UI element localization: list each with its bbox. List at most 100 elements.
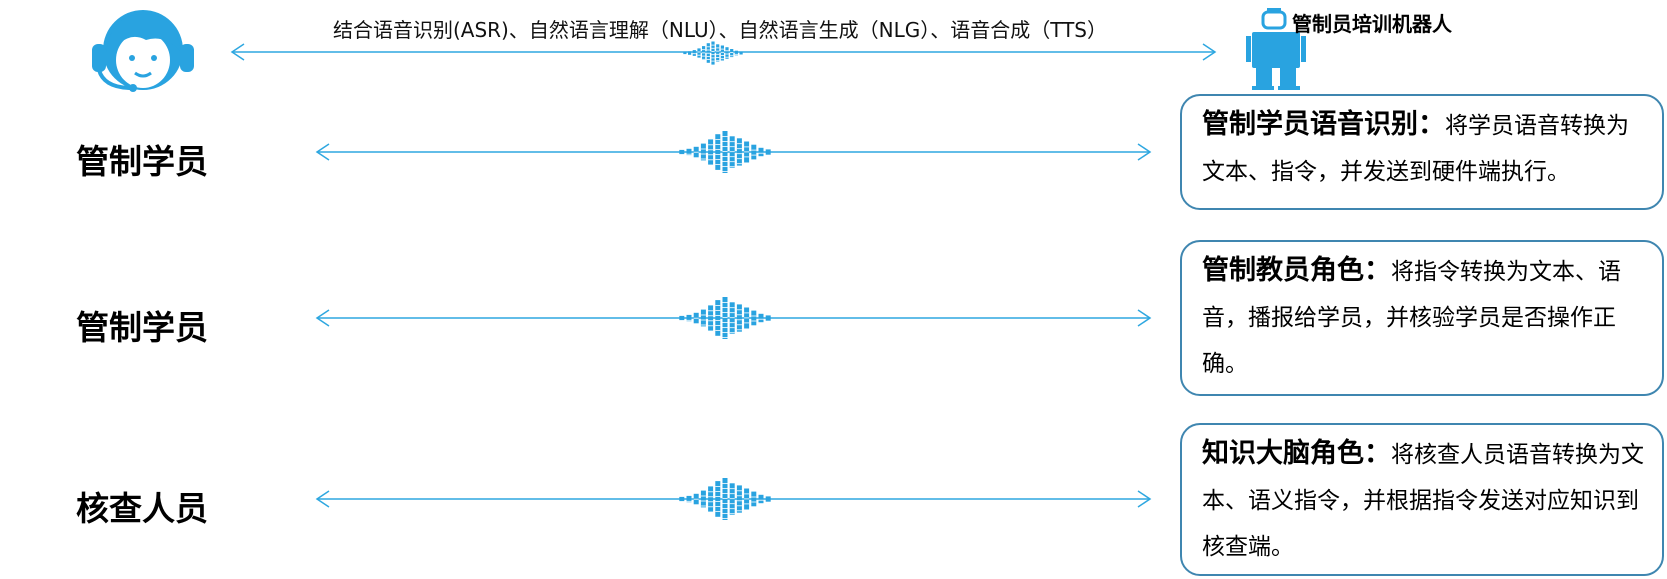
sound-wave-gap	[730, 52, 734, 53]
sound-wave-gap	[708, 310, 714, 312]
sound-wave-gap	[708, 149, 714, 151]
sound-wave-gap	[715, 325, 721, 326]
sound-wave-gap	[722, 307, 728, 308]
sound-wave-gap	[736, 505, 742, 507]
sound-wave-gap	[708, 320, 714, 322]
sound-wave-gap	[700, 153, 706, 155]
sound-wave-bar	[722, 478, 728, 520]
sound-wave-gap	[722, 488, 728, 489]
sound-wave-gap	[715, 506, 721, 507]
sound-wave-bar	[765, 315, 771, 321]
sound-wave-gap	[700, 148, 706, 150]
description-box-knowledge-brain: 知识大脑角色：将核查人员语音转换为文本、语义指令，并根据指令发送对应知识到核查端…	[1180, 423, 1664, 576]
sound-wave-gap	[715, 149, 721, 150]
sound-wave-gap	[715, 501, 721, 502]
sound-wave-bar	[708, 486, 714, 512]
robot-icon	[1246, 8, 1306, 90]
sound-wave-bar	[700, 143, 706, 161]
sound-wave-gap	[693, 498, 699, 500]
sound-wave-gap	[758, 499, 764, 501]
sound-wave-gap	[686, 319, 692, 321]
sound-wave-gap	[729, 317, 735, 319]
sound-wave-gap	[715, 139, 721, 140]
sound-wave-gap	[722, 171, 728, 172]
sound-wave-gap	[711, 47, 715, 49]
sound-wave-gap	[697, 51, 701, 53]
sound-wave-gap	[722, 136, 728, 137]
sound-wave-gap	[736, 309, 742, 311]
sound-wave-gap	[758, 318, 764, 320]
sound-wave-gap	[720, 51, 724, 53]
sound-wave-gap	[722, 327, 728, 328]
sound-wave-bar	[697, 48, 701, 58]
sound-wave-gap	[700, 158, 706, 160]
sound-wave-bar	[765, 496, 771, 502]
sound-wave-gap	[751, 496, 757, 498]
role-label-trainee-2: 管制学员	[76, 308, 208, 347]
sound-wave-gap	[729, 322, 735, 324]
sound-wave-gap	[706, 56, 710, 57]
sound-wave-gap	[686, 153, 692, 155]
sound-wave-gap	[700, 319, 706, 321]
sound-wave-gap	[715, 486, 721, 487]
sound-wave-gap	[715, 154, 721, 155]
sound-wave-bar	[692, 50, 696, 56]
sound-wave-gap	[736, 148, 742, 150]
sound-wave-gap	[715, 491, 721, 492]
sound-wave-gap	[708, 315, 714, 317]
sound-wave-gap	[736, 163, 742, 165]
sound-wave-gap	[751, 149, 757, 151]
sound-wave-gap	[715, 320, 721, 321]
sound-wave-gap	[744, 498, 750, 500]
sound-wave-gap	[744, 146, 750, 148]
sound-wave-bar	[736, 138, 742, 166]
robot-title: 管制员培训机器人	[1292, 12, 1452, 36]
sound-wave-gap	[729, 156, 735, 158]
sound-wave-gap	[725, 53, 729, 55]
sound-wave-bar	[686, 314, 692, 322]
sound-wave-gap	[722, 322, 728, 323]
sound-wave-gap	[716, 57, 720, 58]
sound-wave-gap	[722, 312, 728, 313]
sound-wave-bar	[715, 481, 721, 517]
sound-wave-gap	[720, 58, 724, 60]
sound-wave-bar	[679, 315, 685, 321]
sound-wave-bar	[700, 490, 706, 508]
sound-wave-bar	[751, 144, 757, 160]
sound-wave-gap	[744, 156, 750, 158]
sound-wave-gap	[729, 146, 735, 148]
sound-wave-gap	[722, 146, 728, 147]
sound-wave-icon-row-2	[679, 297, 771, 339]
sound-wave-gap	[716, 53, 720, 55]
sound-wave-gap	[722, 493, 728, 494]
sound-wave-gap	[708, 501, 714, 503]
sound-wave-gap	[693, 317, 699, 319]
sound-wave-bar	[715, 300, 721, 336]
sound-wave-gap	[715, 144, 721, 145]
sound-wave-gap	[715, 305, 721, 306]
sound-wave-gap	[716, 47, 720, 49]
sound-wave-gap	[722, 498, 728, 499]
sound-wave-gap	[751, 154, 757, 156]
sound-wave-gap	[702, 52, 706, 54]
sound-wave-gap	[744, 317, 750, 319]
sound-wave-gap	[686, 500, 692, 502]
sound-wave-icon-row-1	[679, 131, 771, 173]
sound-wave-bar	[758, 147, 764, 157]
sound-wave-gap	[700, 495, 706, 497]
sound-wave-gap	[715, 511, 721, 512]
sound-wave-gap	[729, 327, 735, 329]
sound-wave-gap	[715, 164, 721, 165]
sound-wave-gap	[702, 58, 706, 60]
sound-wave-gap	[730, 55, 734, 57]
sound-wave-gap	[693, 151, 699, 153]
sound-wave-gap	[751, 315, 757, 317]
sound-wave-gap	[722, 317, 728, 318]
sound-wave-gap	[715, 496, 721, 497]
sound-wave-bar	[765, 149, 771, 155]
sound-wave-gap	[708, 325, 714, 327]
sound-wave-gap	[700, 505, 706, 507]
sound-wave-gap	[722, 518, 728, 519]
sound-wave-bar	[739, 51, 743, 55]
sound-wave-gap	[729, 503, 735, 505]
